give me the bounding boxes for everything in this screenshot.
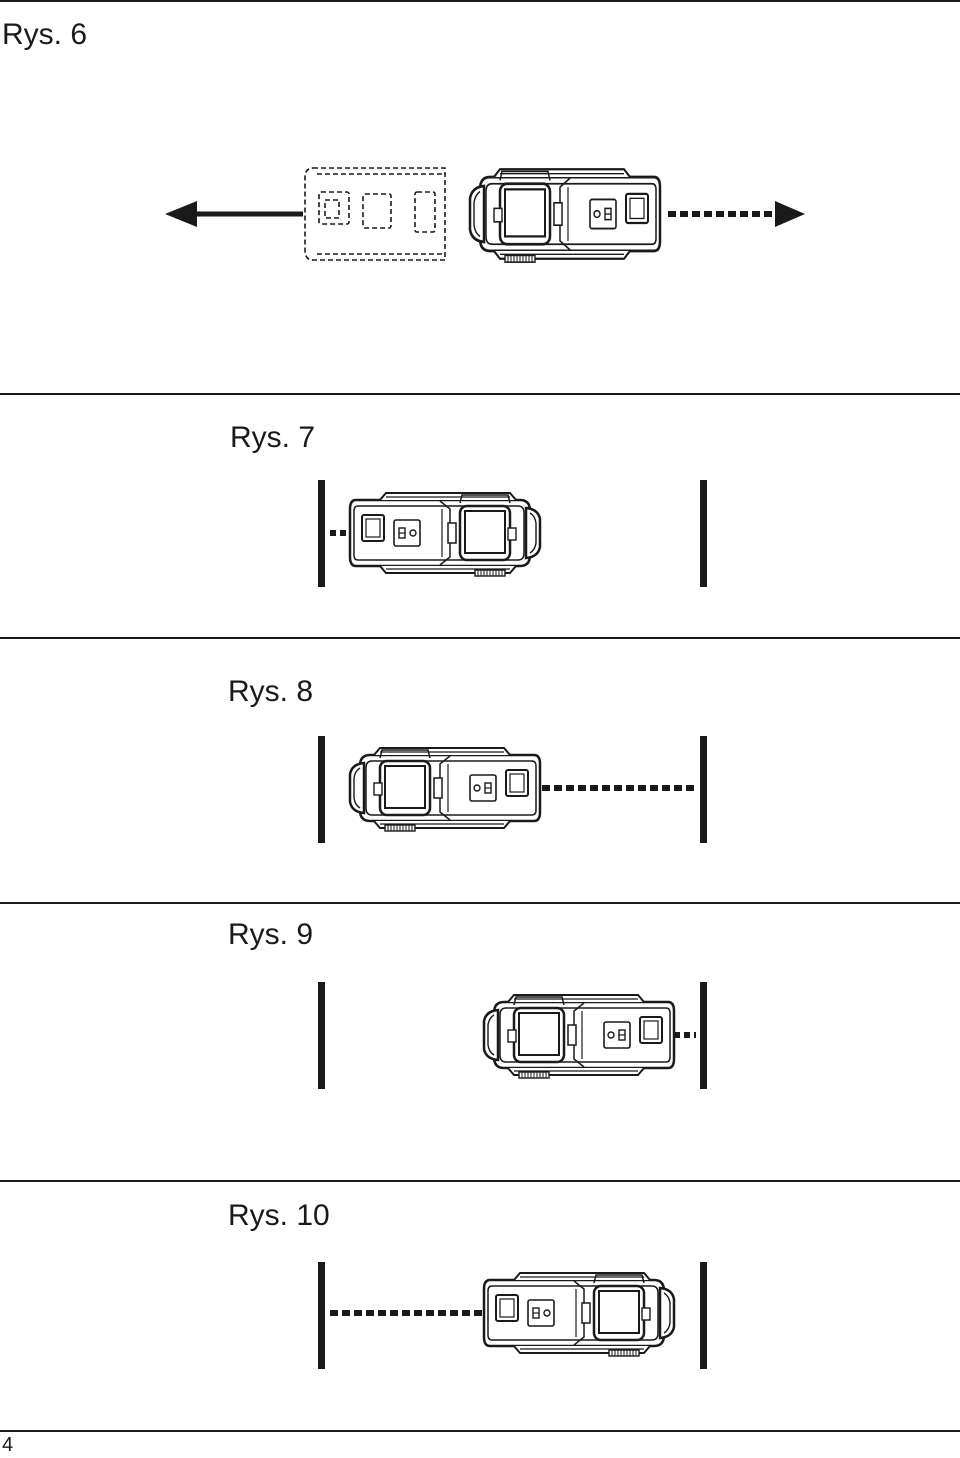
- rangefinder-device: [348, 491, 542, 578]
- figure-caption-rys9: Rys. 9: [228, 918, 314, 951]
- reference-wall-right: [700, 736, 707, 843]
- reference-wall-left: [318, 480, 325, 587]
- figure-caption-rys10: Rys. 10: [228, 1199, 330, 1232]
- rangefinder-device: [468, 167, 662, 264]
- figure-caption-rys8: Rys. 8: [228, 675, 314, 708]
- section-rule-rys9: [0, 902, 960, 904]
- ghost-device-outline: [304, 167, 446, 261]
- figure-rys7-illustration: [318, 480, 707, 587]
- reference-wall-left: [318, 1262, 325, 1369]
- figure-caption-rys7: Rys. 7: [230, 421, 316, 454]
- arrow-left-icon: [165, 201, 303, 227]
- figure-rys9-illustration: [318, 982, 707, 1089]
- section-rule-rys7: [0, 393, 960, 395]
- top-rule: [0, 0, 960, 2]
- page-number: 4: [2, 1434, 14, 1456]
- reference-wall-right: [700, 982, 707, 1089]
- footer-rule: [0, 1430, 960, 1432]
- figure-rys6-illustration: [165, 167, 805, 264]
- section-rule-rys10: [0, 1180, 960, 1182]
- figure-rys8-illustration: [318, 736, 707, 843]
- reference-wall-right: [700, 480, 707, 587]
- rangefinder-device: [482, 993, 676, 1080]
- rangefinder-device: [348, 746, 542, 833]
- reference-wall-left: [318, 736, 325, 843]
- rangefinder-device: [482, 1271, 676, 1358]
- reference-wall-left: [318, 982, 325, 1089]
- figure-rys10-illustration: [318, 1262, 707, 1369]
- dashed-arrow-right-icon: [668, 201, 805, 227]
- section-rule-rys8: [0, 637, 960, 639]
- reference-wall-right: [700, 1262, 707, 1369]
- figure-caption-rys6: Rys. 6: [2, 18, 88, 51]
